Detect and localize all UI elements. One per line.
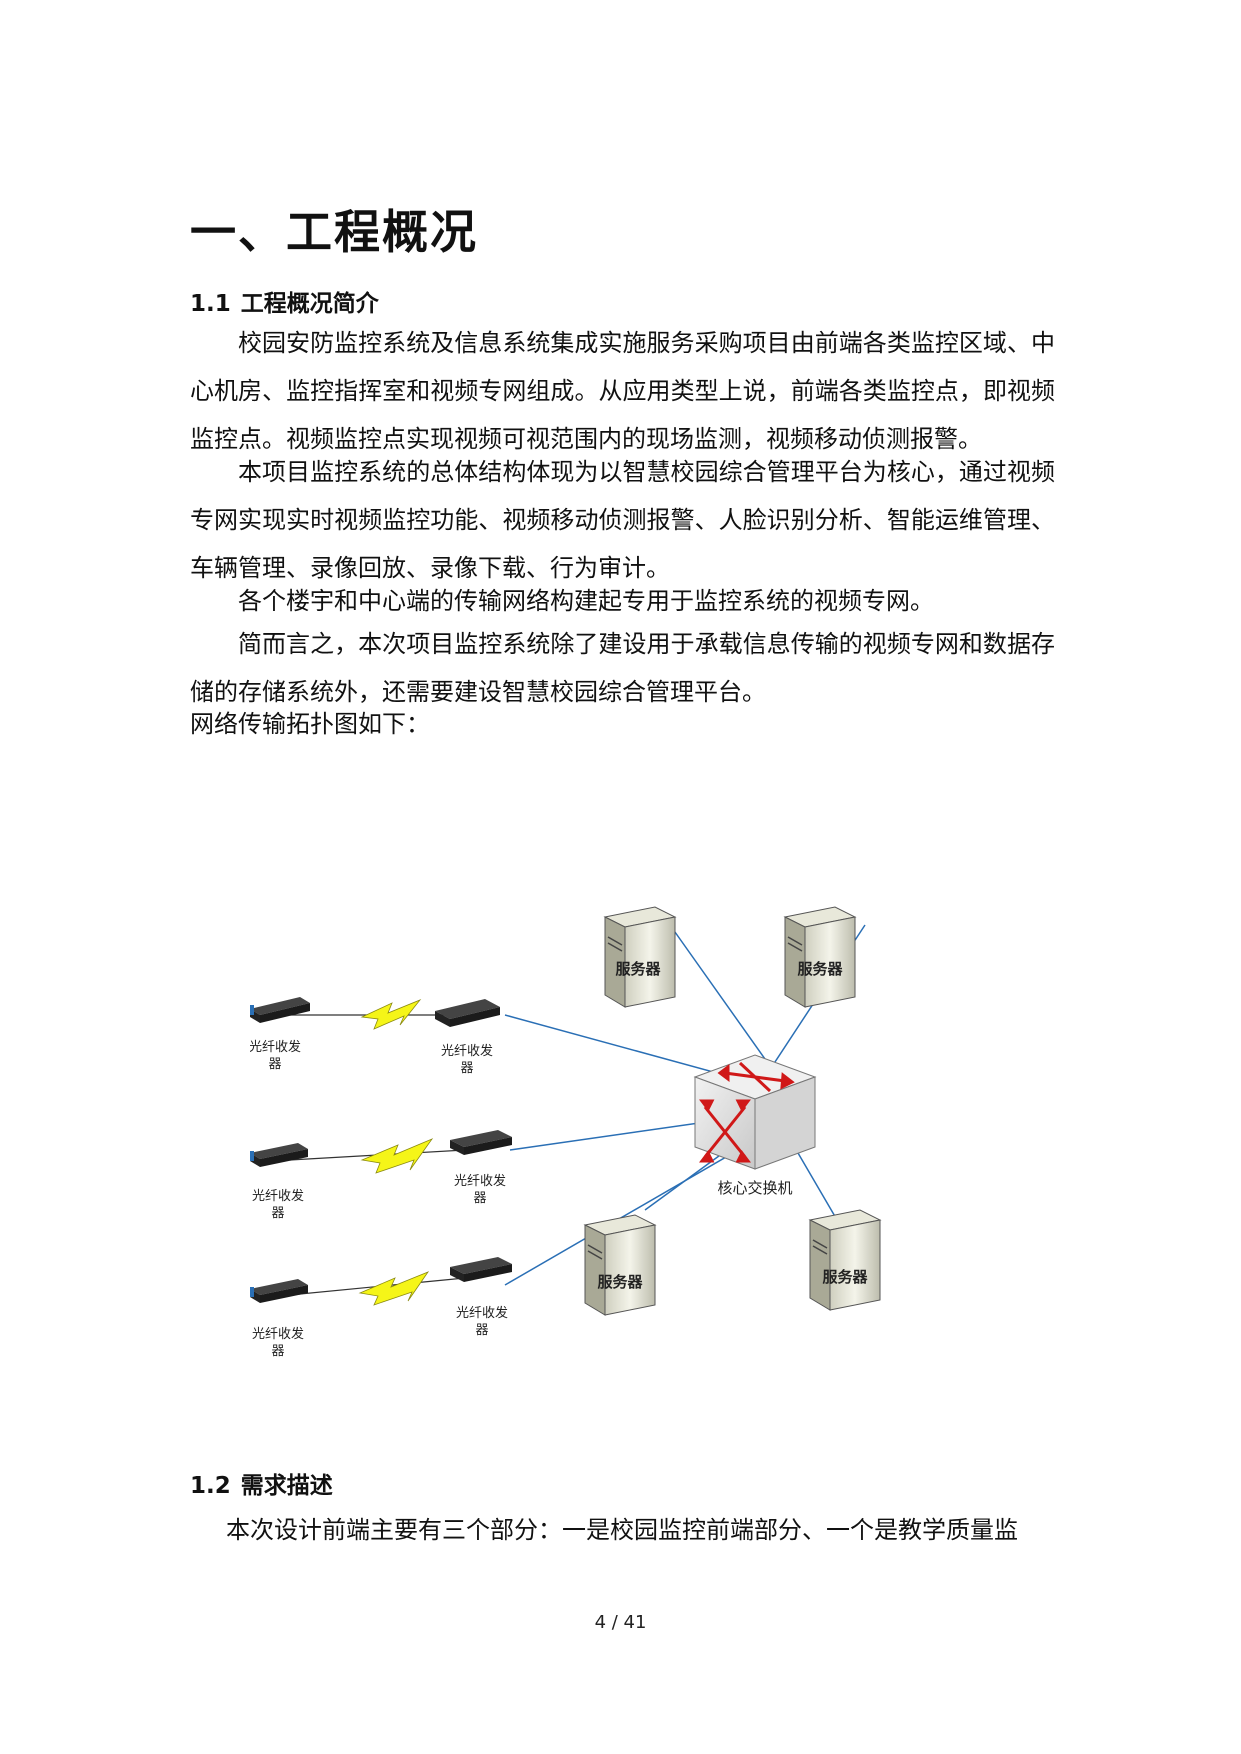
transceiver-right-1-label-line2: 器 <box>460 1061 473 1076</box>
transceiver-right-2 <box>450 1130 512 1155</box>
transceiver-right-1-label-line1: 光纤收发 <box>441 1043 493 1059</box>
link-server-1 <box>669 924 783 1084</box>
server-bottom-right-label: 服务器 <box>822 1268 868 1286</box>
paragraph-2: 本项目监控系统的总体结构体现为以智慧校园综合管理平台为核心，通过视频专网实现实时… <box>190 458 1055 582</box>
core-switch-label: 核心交换机 <box>717 1179 792 1197</box>
server-bottom-right <box>808 1209 882 1311</box>
lightning-bolt-icon <box>360 999 422 1030</box>
paragraph-4: 简而言之，本次项目监控系统除了建设用于承载信息传输的视频专网和数据存储的存储系统… <box>190 630 1055 706</box>
transceiver-left-2 <box>250 1143 308 1167</box>
transceiver-right-2-label-line1: 光纤收发 <box>454 1173 506 1189</box>
transceiver-left-3 <box>250 1279 308 1303</box>
diagram-intro: 网络传输拓扑图如下： <box>190 710 430 738</box>
network-topology-diagram: 光纤收发 器 光纤收发 器 光纤收发 器 光纤收发 器 <box>250 906 882 1359</box>
transceiver-right-1 <box>435 999 500 1027</box>
server-bottom-left-label: 服务器 <box>597 1273 643 1291</box>
server-top-left-label: 服务器 <box>615 960 661 978</box>
paragraph-3: 各个楼宇和中心端的传输网络构建起专用于监控系统的视频专网。 <box>238 587 934 615</box>
lightning-bolt-icon <box>360 1138 434 1174</box>
transceiver-left-2-label-line1: 光纤收发 <box>252 1188 304 1204</box>
switch-arrows-icon <box>699 1061 795 1163</box>
transceiver-left-3-label-line2: 器 <box>271 1344 284 1359</box>
server-top-right-label: 服务器 <box>797 960 843 978</box>
paragraph-1: 校园安防监控系统及信息系统集成实施服务采购项目由前端各类监控区域、中心机房、监控… <box>190 329 1055 453</box>
page-number: 4 / 41 <box>594 1612 647 1633</box>
transceiver-right-3 <box>450 1257 512 1282</box>
section-1-1-number: 1.1 <box>190 291 231 317</box>
transceiver-right-3-label-line1: 光纤收发 <box>456 1305 508 1321</box>
transceiver-left-1-label-line2: 器 <box>268 1057 281 1072</box>
transceiver-right-3-label-line2: 器 <box>475 1323 488 1338</box>
section-1-2-number: 1.2 <box>190 1473 231 1499</box>
section-1-1-heading: 1.1 工程概况简介 <box>190 284 379 318</box>
transceiver-left-1 <box>250 997 310 1023</box>
section-1-1-title: 工程概况简介 <box>240 290 379 317</box>
transceiver-left-2-label-line2: 器 <box>271 1206 284 1221</box>
section-1-2-title: 需求描述 <box>240 1472 333 1499</box>
core-switch <box>693 1054 817 1170</box>
paragraph-section-1-2: 本次设计前端主要有三个部分：一是校园监控前端部分、一个是教学质量监 <box>226 1516 1018 1544</box>
fiber-links <box>289 999 466 1306</box>
transceiver-left-1-label-line1: 光纤收发 <box>250 1039 301 1055</box>
transceiver-right-2-label-line2: 器 <box>473 1191 486 1206</box>
lightning-bolt-icon <box>358 1271 430 1306</box>
server-top-right <box>783 906 857 1008</box>
chapter-heading: 一、工程概况 <box>190 205 478 259</box>
section-1-2-heading: 1.2 需求描述 <box>190 1466 333 1500</box>
server-top-left <box>603 906 677 1008</box>
transceiver-left-3-label-line1: 光纤收发 <box>252 1326 304 1342</box>
server-bottom-left <box>583 1214 657 1316</box>
